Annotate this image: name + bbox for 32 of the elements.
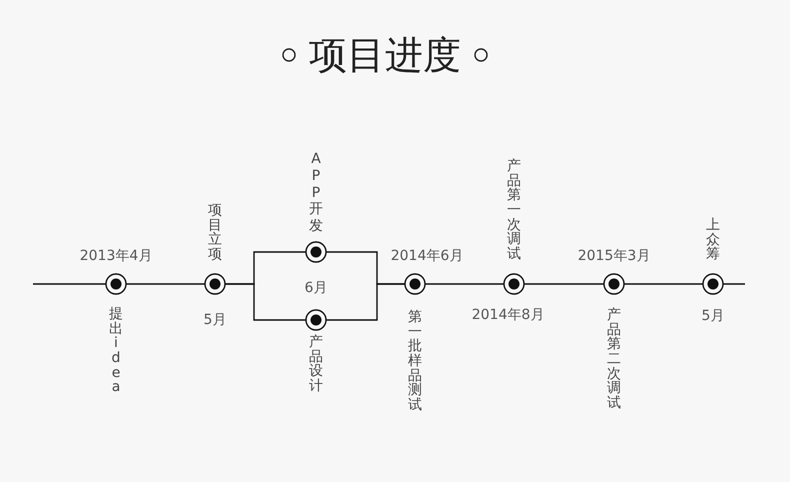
circled-dot-icon	[305, 309, 327, 331]
milestone-label: 产品第二次调试	[607, 308, 621, 411]
circled-dot-icon	[204, 273, 226, 295]
circled-dot-icon	[105, 273, 127, 295]
date-label: 2014年8月	[472, 308, 544, 322]
circled-dot-icon	[503, 273, 525, 295]
milestone-label: 第一批样品测试	[408, 310, 422, 413]
milestone-label: 项目立项	[208, 203, 222, 262]
milestone-label: 上众筹	[706, 218, 720, 262]
circled-dot-icon	[603, 273, 625, 295]
timeline-line	[326, 283, 405, 321]
circled-dot-icon	[305, 241, 327, 263]
timeline-line	[33, 283, 106, 285]
date-label: 5月	[702, 309, 724, 323]
circled-dot-icon	[702, 273, 724, 295]
timeline-line	[225, 283, 306, 321]
date-label: 6月	[304, 281, 328, 295]
timeline-line	[126, 283, 205, 285]
circled-dot-icon	[404, 273, 426, 295]
timeline-line	[723, 283, 745, 285]
milestone-label: 产品第一次调试	[507, 159, 521, 262]
date-label: 5月	[204, 313, 226, 327]
milestone-label: 提出idea	[109, 307, 123, 396]
date-label: 2015年3月	[578, 249, 650, 263]
milestone-label: 产品设计	[309, 335, 323, 394]
date-label: 2013年4月	[80, 249, 152, 263]
timeline-line	[624, 283, 703, 285]
timeline-line	[425, 283, 504, 285]
date-label: 2014年6月	[390, 249, 464, 263]
diagram-title: 项目进度	[309, 36, 461, 74]
timeline-line	[524, 283, 604, 285]
milestone-label: APP开发	[309, 151, 323, 235]
